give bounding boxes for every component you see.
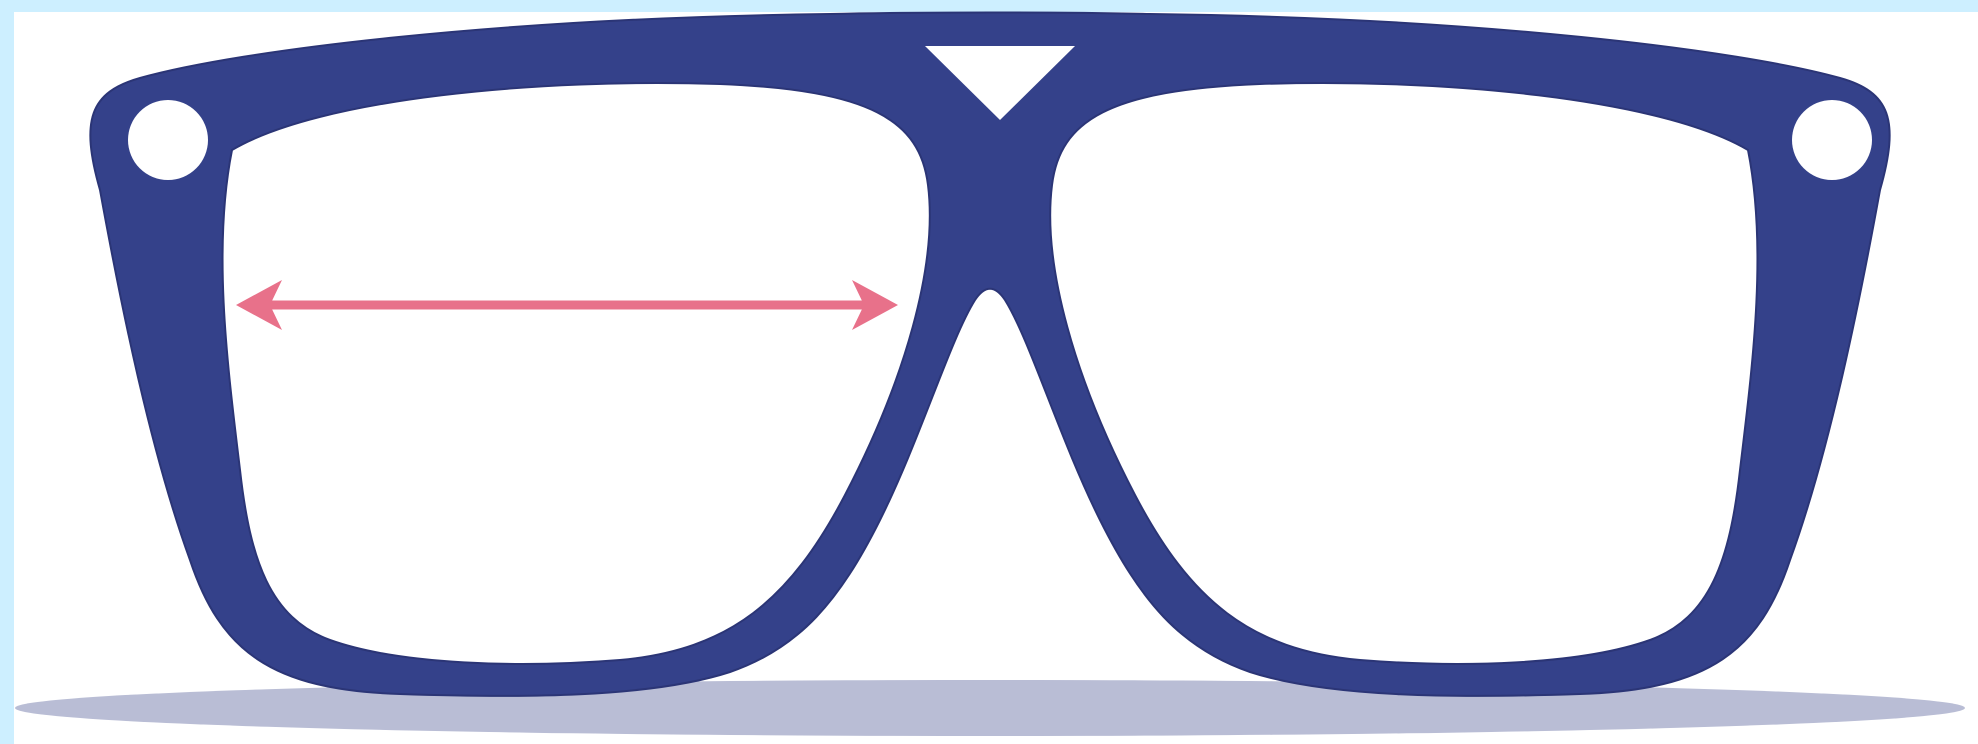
glasses-frame-icon — [90, 13, 1889, 696]
left-hinge-hole — [128, 100, 208, 180]
right-hinge-hole — [1792, 100, 1872, 180]
lens-width-arrow-icon — [236, 280, 898, 330]
floor-shadow — [15, 680, 1965, 736]
